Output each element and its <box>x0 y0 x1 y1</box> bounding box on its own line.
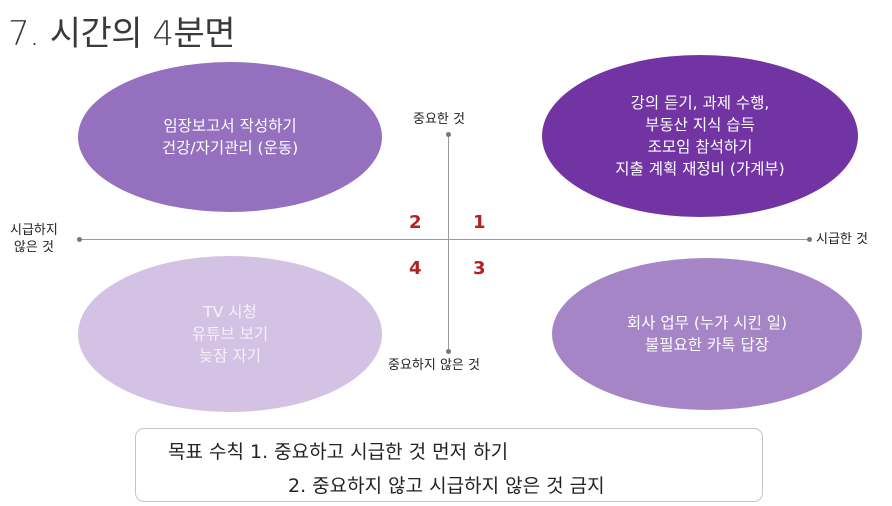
quadrant-1-item: 지출 계획 재정비 (가계부) <box>615 160 785 178</box>
page-title: 7. 시간의 4분면 <box>8 14 236 54</box>
quadrant-4-ellipse: TV 시청 유튜브 보기 늦잠 자기 <box>78 256 382 412</box>
importance-axis <box>448 134 449 352</box>
axis-label-not-important: 중요하지 않은 것 <box>388 358 480 373</box>
goal-line-1: 목표 수칙 1. 중요하고 시급한 것 먼저 하기 <box>168 441 509 463</box>
quadrant-2-item: 건강/자기관리 (운동) <box>161 139 299 157</box>
quadrant-4-item: 유튜브 보기 <box>191 325 269 343</box>
quadrant-4-number: 4 <box>409 258 422 279</box>
axis-label-important: 중요한 것 <box>413 112 465 127</box>
quadrant-3-item: 회사 업무 (누가 시킨 일) <box>626 314 788 332</box>
quadrant-4-item: 늦잠 자기 <box>199 347 261 365</box>
axis-left-end-dot <box>77 237 82 242</box>
quadrant-3-number: 3 <box>473 258 486 279</box>
quadrant-1-number: 1 <box>473 212 486 233</box>
quadrant-2-ellipse: 임장보고서 작성하기 건강/자기관리 (운동) <box>78 62 382 212</box>
axis-label-not-urgent-line2: 않은 것 <box>13 240 54 255</box>
urgency-axis <box>80 239 809 240</box>
quadrant-1-item: 강의 듣기, 과제 수행, <box>630 94 770 112</box>
quadrant-1-item: 부동산 지식 습득 <box>645 116 755 134</box>
axis-bottom-end-dot <box>446 349 451 354</box>
axis-label-urgent: 시급한 것 <box>816 232 868 247</box>
quadrant-2-item: 임장보고서 작성하기 <box>163 117 297 135</box>
axis-label-not-urgent-line1: 시급하지 <box>10 223 58 238</box>
quadrant-3-ellipse: 회사 업무 (누가 시킨 일) 불필요한 카톡 답장 <box>552 258 862 410</box>
quadrant-1-ellipse: 강의 듣기, 과제 수행, 부동산 지식 습득 조모임 참석하기 지출 계획 재… <box>542 55 858 217</box>
axis-right-end-dot <box>807 237 812 242</box>
axis-label-not-urgent: 시급하지 않은 것 <box>10 222 58 256</box>
quadrant-3-item: 불필요한 카톡 답장 <box>645 336 769 354</box>
quadrant-2-number: 2 <box>409 212 422 233</box>
axis-top-end-dot <box>446 132 451 137</box>
goal-box: 목표 수칙 1. 중요하고 시급한 것 먼저 하기 2. 중요하지 않고 시급하… <box>135 428 763 502</box>
goal-line-2: 2. 중요하지 않고 시급하지 않은 것 금지 <box>288 475 605 497</box>
quadrant-1-item: 조모임 참석하기 <box>647 138 753 156</box>
quadrant-4-item: TV 시청 <box>203 303 257 321</box>
